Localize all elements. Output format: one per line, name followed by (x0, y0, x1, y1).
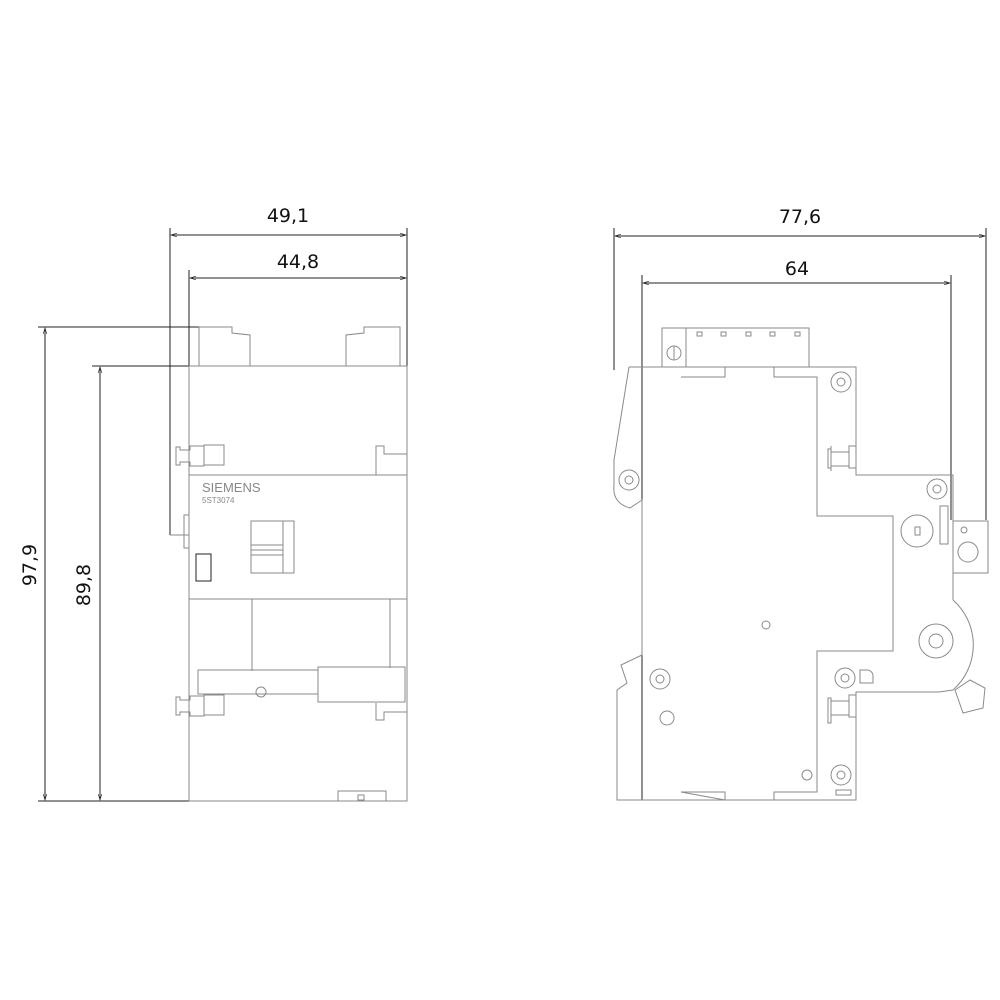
front-body-outline (170, 326, 408, 802)
model-label: 5ST3074 (202, 496, 235, 505)
side-view: 77,6 64 (613, 206, 989, 801)
front-dimensions (38, 228, 408, 802)
dim-height-inner: 89,8 (73, 564, 95, 606)
dim-width-outer: 49,1 (267, 205, 309, 227)
front-view: 49,1 44,8 97,9 89,8 (19, 205, 408, 802)
side-body-outline (613, 327, 989, 801)
dim-side-width-outer: 77,6 (779, 206, 821, 228)
side-dimensions (613, 228, 987, 800)
dim-height-outer: 97,9 (19, 544, 41, 586)
dim-width-inner: 44,8 (277, 251, 319, 273)
brand-logo: SIEMENS (202, 480, 261, 495)
dim-side-width-inner: 64 (785, 258, 809, 280)
